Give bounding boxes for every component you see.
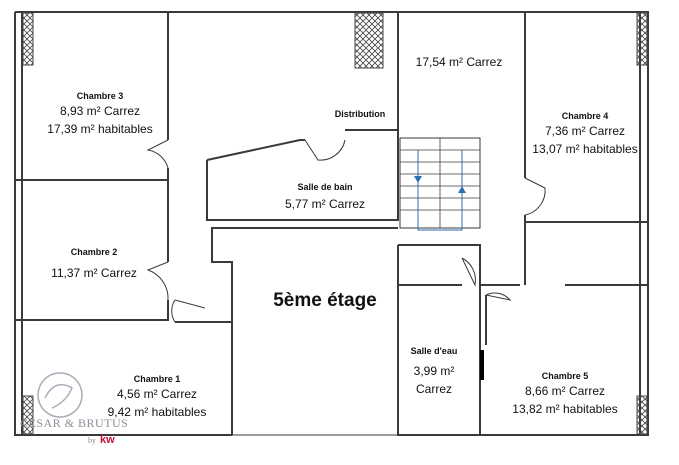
area-carrez: 3,99 m² (413, 364, 455, 378)
area-habitable: 17,39 m² habitables (47, 122, 153, 136)
room-chambre-3: Chambre 3 8,93 m² Carrez 17,39 m² habita… (40, 90, 160, 138)
doors (146, 139, 546, 323)
room-chambre-4: Chambre 4 7,36 m² Carrez 13,07 m² habita… (525, 110, 645, 158)
room-name: Chambre 1 (133, 374, 181, 384)
brand-logo: CESAR & BRUTUS (20, 416, 129, 430)
room-salle-de-bain: Salle de bain 5,77 m² Carrez (260, 181, 390, 213)
area-habitable: 9,42 m² habitables (107, 405, 207, 419)
room-chambre-2: Chambre 2 11,37 m² Carrez (30, 246, 158, 282)
room-name: Chambre 2 (70, 247, 118, 257)
area-carrez: 4,56 m² Carrez (116, 387, 198, 401)
room-name: Chambre 5 (541, 371, 589, 381)
room-name: Chambre 3 (76, 91, 124, 101)
room-name: Salle d'eau (410, 346, 458, 356)
walls (14, 11, 649, 436)
area-carrez: 11,37 m² Carrez (51, 266, 137, 280)
partner-logo: by kw (88, 430, 115, 448)
area-carrez: 8,66 m² Carrez (524, 384, 606, 398)
room-salle-deau: Salle d'eau 3,99 m² Carrez (398, 345, 470, 398)
logo-emblem (37, 372, 83, 418)
floor-title: 5ème étage (273, 290, 377, 311)
shafts (22, 12, 648, 435)
area-habitable: 13,82 m² habitables (512, 402, 618, 416)
room-name: Chambre 4 (561, 111, 609, 121)
room-name: Distribution (334, 109, 386, 119)
partner-kw: kw (100, 434, 115, 446)
partner-by: by (88, 436, 96, 445)
staircase (399, 137, 481, 231)
area-habitable: 13,07 m² habitables (532, 142, 638, 156)
area-carrez: 8,93 m² Carrez (59, 104, 141, 118)
area-carrez: 7,36 m² Carrez (544, 124, 626, 138)
room-name: Salle de bain (297, 182, 353, 192)
room-distribution: Distribution (310, 108, 410, 120)
room-chambre-5: Chambre 5 8,66 m² Carrez 13,82 m² habita… (500, 370, 630, 418)
area-carrez: 5,77 m² Carrez (284, 197, 366, 211)
distribution-area: 17,54 m² Carrez (415, 55, 503, 69)
area-carrez-unit: Carrez (415, 382, 452, 396)
room-chambre-1: Chambre 1 4,56 m² Carrez 9,42 m² habitab… (82, 373, 232, 421)
